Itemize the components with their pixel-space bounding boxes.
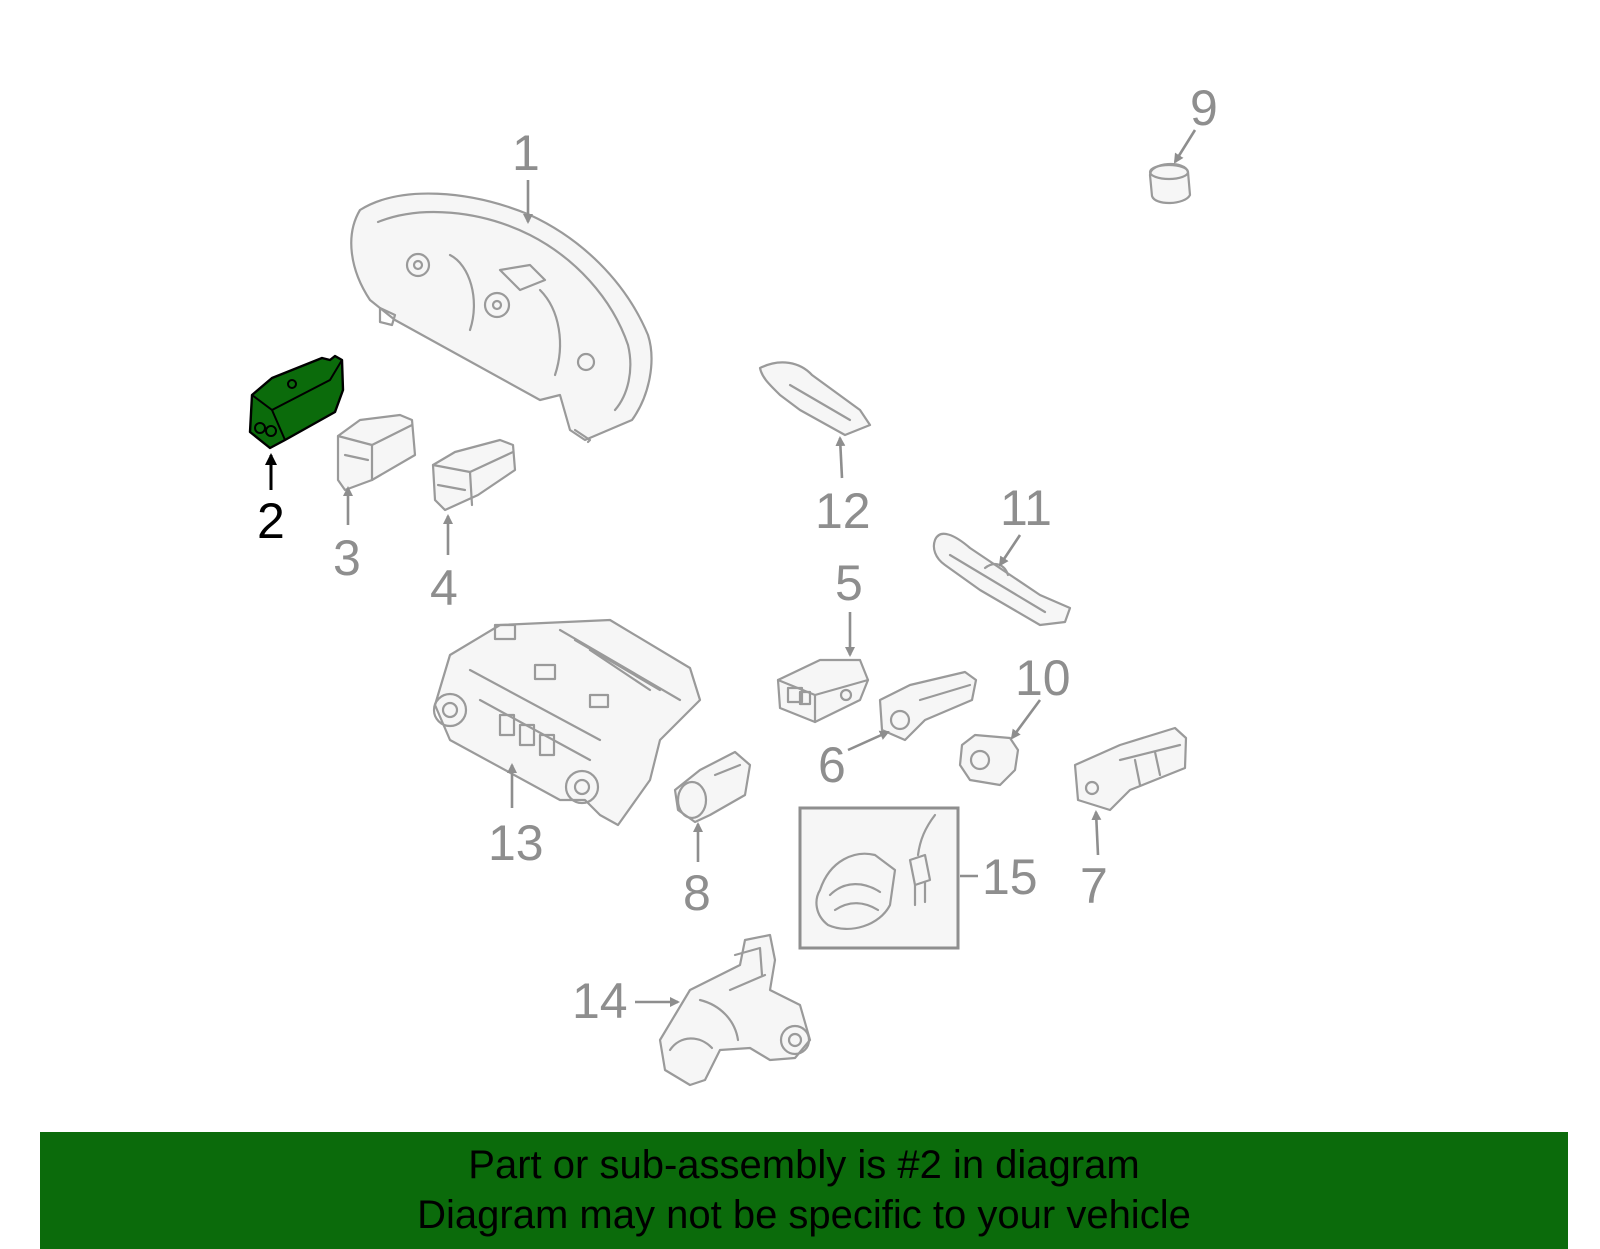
callout-4: 4 bbox=[430, 560, 458, 616]
part-8-switch[interactable] bbox=[673, 750, 752, 824]
callout-7: 7 bbox=[1080, 858, 1108, 914]
part-10-switch[interactable] bbox=[958, 733, 1020, 787]
callout-11: 11 bbox=[1000, 480, 1052, 536]
part-4-switch[interactable] bbox=[431, 438, 517, 512]
part-15-inset[interactable] bbox=[798, 806, 960, 950]
callout-14: 14 bbox=[572, 973, 628, 1029]
part-3-switch[interactable] bbox=[336, 413, 417, 492]
part-12-trim[interactable] bbox=[758, 361, 872, 437]
banner-line-2: Diagram may not be specific to your vehi… bbox=[417, 1193, 1191, 1237]
part-instrument-cluster[interactable] bbox=[350, 192, 653, 444]
part-2-switch-module[interactable] bbox=[248, 354, 345, 450]
callout-2: 2 bbox=[257, 493, 285, 549]
callout-1: 1 bbox=[512, 125, 540, 181]
part-13-control-panel[interactable] bbox=[432, 618, 702, 827]
callout-13: 13 bbox=[488, 815, 544, 871]
banner-line-1: Part or sub-assembly is #2 in diagram bbox=[468, 1143, 1140, 1187]
callout-6: 6 bbox=[818, 737, 846, 793]
footer-banner: Part or sub-assembly is #2 in diagram Di… bbox=[40, 1132, 1568, 1249]
part-7-switch[interactable] bbox=[1073, 726, 1188, 812]
part-9-cap[interactable] bbox=[1148, 163, 1192, 205]
callout-9: 9 bbox=[1190, 80, 1218, 136]
callout-5: 5 bbox=[835, 555, 863, 611]
callout-8: 8 bbox=[683, 865, 711, 921]
part-5-switch[interactable] bbox=[776, 658, 870, 724]
part-11-bracket[interactable] bbox=[932, 532, 1072, 627]
callout-15: 15 bbox=[982, 849, 1038, 905]
part-6-switch[interactable] bbox=[878, 670, 978, 742]
callout-10: 10 bbox=[1015, 650, 1071, 706]
callout-12: 12 bbox=[815, 483, 871, 539]
part-14-ignition-lock[interactable] bbox=[658, 933, 812, 1087]
callout-3: 3 bbox=[333, 530, 361, 586]
